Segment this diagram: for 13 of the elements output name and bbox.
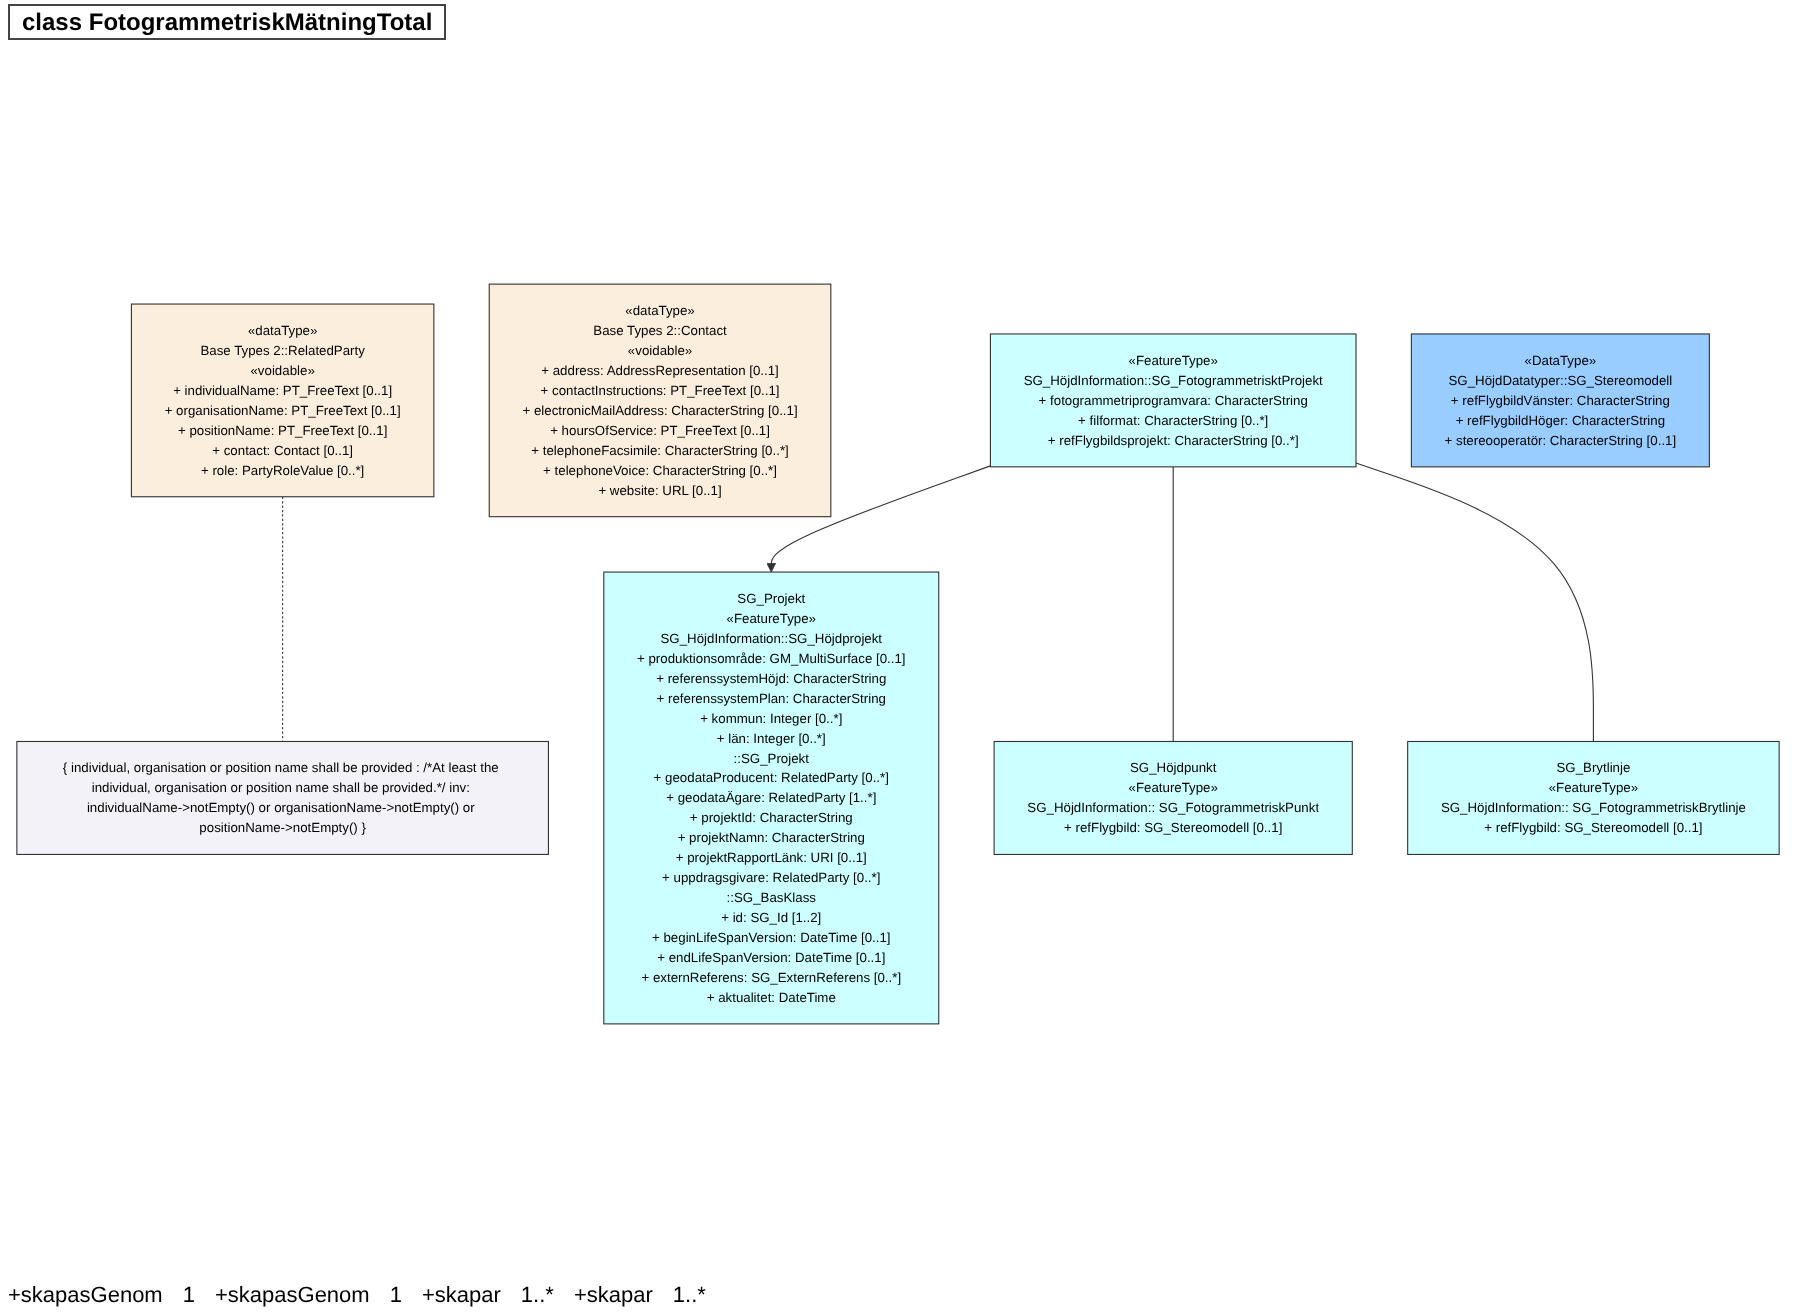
role-label: 1 xyxy=(182,1284,195,1308)
connector xyxy=(1355,462,1594,743)
role-label: 1..* xyxy=(672,1284,706,1308)
role-label: +skapar xyxy=(421,1284,501,1308)
role-label: 1 xyxy=(389,1284,402,1308)
diagram-title: class FotogrammetriskMätningTotal xyxy=(8,4,447,40)
role-label: +skapar xyxy=(573,1284,653,1308)
role-label: 1..* xyxy=(520,1284,554,1308)
connector xyxy=(1172,466,1174,743)
role-label: +skapasGenom xyxy=(8,1284,163,1308)
connector xyxy=(282,496,284,743)
arrow xyxy=(766,465,991,573)
role-label: +skapasGenom xyxy=(214,1284,370,1308)
